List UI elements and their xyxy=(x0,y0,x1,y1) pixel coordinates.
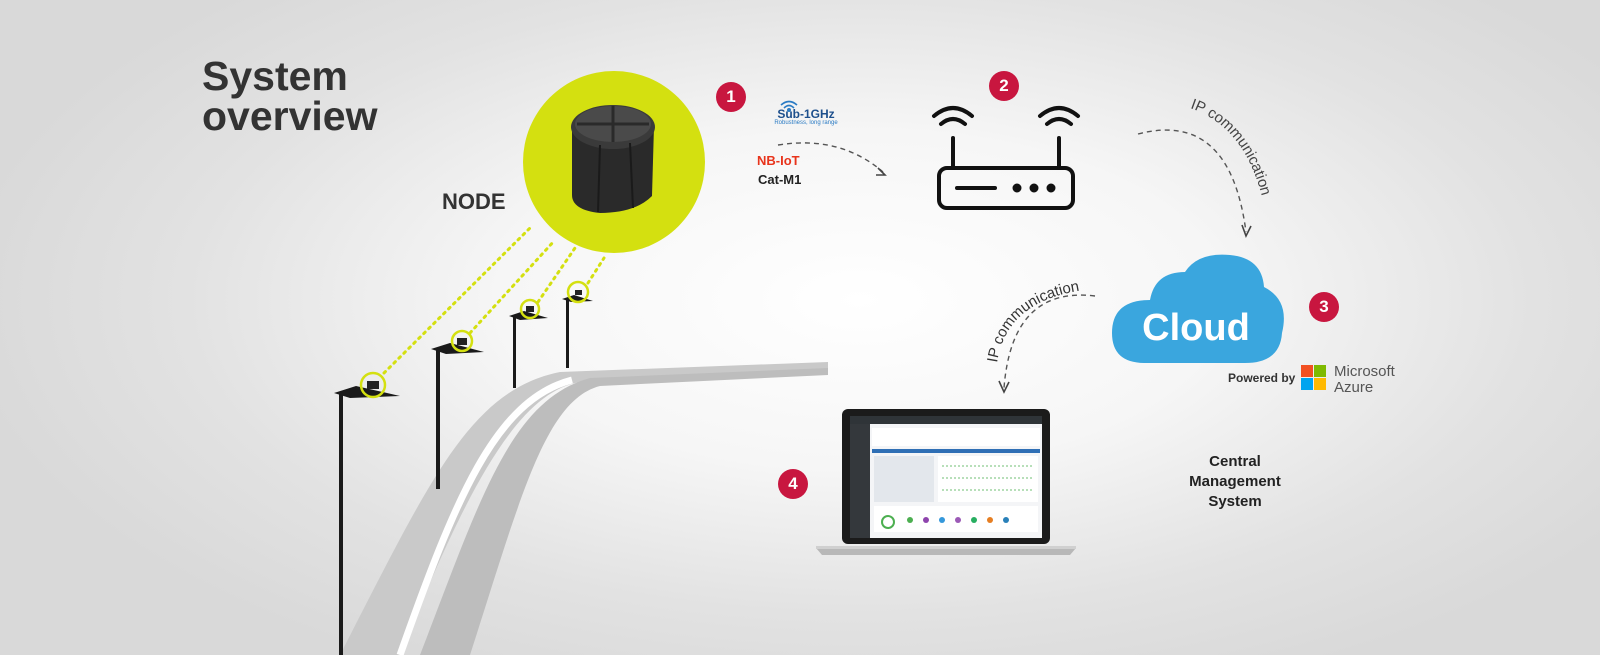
catm1-label: Cat-M1 xyxy=(758,172,802,187)
sub1ghz-logo: Sub-1GHz Robustness, long range xyxy=(770,95,842,126)
connectivity-arrow xyxy=(777,142,887,176)
cms-label: Central Management System xyxy=(1170,452,1300,512)
road-illustration xyxy=(340,362,828,655)
sub1ghz-label: Sub-1GHz xyxy=(777,107,835,121)
microsoft-azure-label: Microsoft Azure xyxy=(1334,364,1395,396)
step-badge-1: 1 xyxy=(716,82,746,112)
provider-line-2: Azure xyxy=(1334,379,1374,396)
ip-communication-label: IP communication xyxy=(1189,96,1275,197)
street-light xyxy=(562,280,593,368)
step-badge-3: 3 xyxy=(1309,292,1339,322)
step-badge-2: 2 xyxy=(989,71,1019,101)
street-light xyxy=(509,298,548,388)
node-leader-lines xyxy=(382,226,606,375)
step-badge-4: 4 xyxy=(778,469,808,499)
street-light xyxy=(431,329,484,489)
ip-link-arrow-cloud-to-cms: IP communication xyxy=(984,278,1096,394)
cms-line-3: System xyxy=(1208,493,1262,510)
gateway-router-icon xyxy=(932,106,1080,210)
node-device xyxy=(523,71,705,253)
cms-line-1: Central xyxy=(1209,453,1261,470)
provider-line-1: Microsoft xyxy=(1334,363,1395,380)
wireless-signal-icon xyxy=(780,100,798,113)
sub1ghz-tagline: Robustness, long range xyxy=(774,120,838,126)
title-line-1: System xyxy=(202,53,348,99)
ip-communication-text-1: IP communication xyxy=(1189,96,1275,197)
cms-line-2: Management xyxy=(1189,473,1281,490)
street-light xyxy=(334,371,400,655)
powered-by-label: Powered by xyxy=(1228,371,1296,385)
nbiot-label: NB-IoT xyxy=(757,153,800,168)
page-title: System overview xyxy=(202,53,378,139)
laptop-cms-dashboard xyxy=(816,409,1076,555)
cloud-label: Cloud xyxy=(1142,307,1250,349)
ip-link-arrow-gateway-to-cloud: IP communication xyxy=(1137,96,1275,239)
title-line-2: overview xyxy=(202,93,378,139)
microsoft-logo-icon xyxy=(1301,365,1326,390)
ip-communication-label: IP communication xyxy=(984,278,1080,364)
cloud-icon: Cloud xyxy=(1112,254,1284,363)
node-label: NODE xyxy=(442,189,506,214)
ip-communication-text-2: IP communication xyxy=(984,278,1080,364)
